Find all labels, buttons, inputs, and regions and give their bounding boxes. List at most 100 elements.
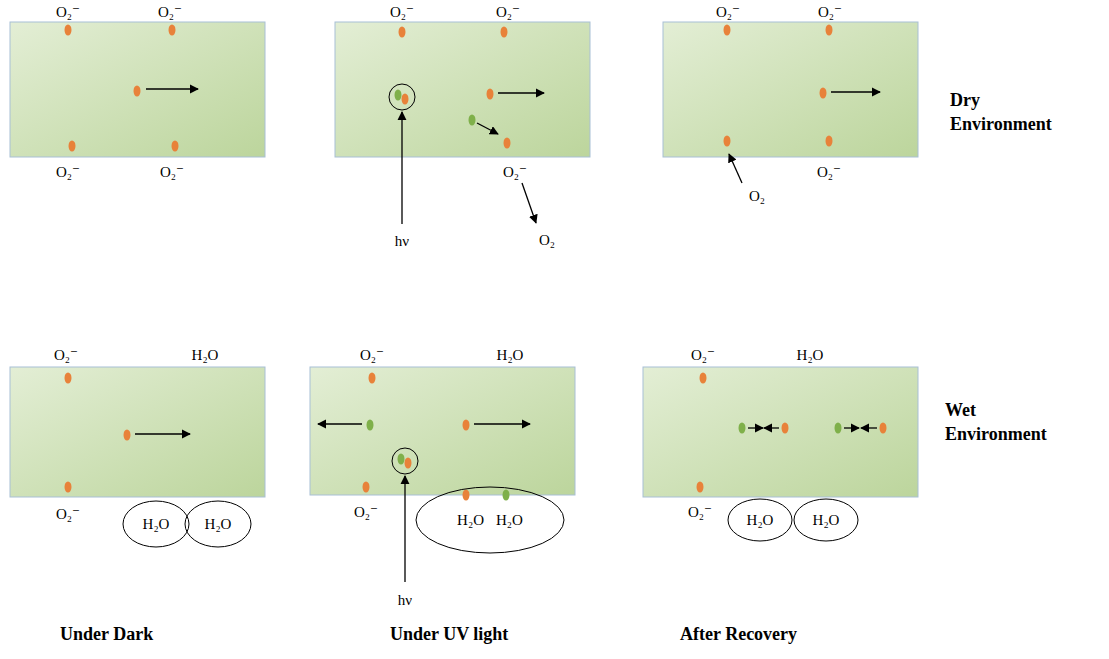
desorption-arrow (522, 183, 536, 223)
hole-dot (398, 454, 405, 465)
water-bubble: H₂O (122, 500, 190, 548)
bubble-text: H₂O (457, 511, 484, 529)
water-bubble: H₂O (727, 498, 793, 542)
motion-arrow (318, 423, 362, 424)
electron-dot (463, 490, 470, 501)
species-label: O₂⁻ (390, 3, 414, 21)
bubble-ellipse (185, 501, 251, 547)
species-label: O₂⁻ (688, 503, 712, 521)
electron-dot (402, 94, 409, 105)
electron-dot (880, 423, 887, 434)
bubble-text: H₂O (205, 515, 232, 533)
row-heading: Dry Environment (950, 88, 1052, 137)
electron-dot (504, 138, 511, 149)
electron-dot (172, 141, 179, 152)
hole-dot (503, 490, 510, 501)
electron-dot (724, 25, 731, 36)
species-label: O₂⁻ (354, 503, 378, 521)
bubble-text: H₂O (143, 515, 170, 533)
motion-arrow (474, 423, 530, 424)
light-arrow (401, 112, 402, 224)
film-panel (643, 367, 918, 497)
species-label: O₂ (749, 187, 765, 205)
electron-dot (399, 27, 406, 38)
electron-dot (826, 25, 833, 36)
species-label: O₂ (539, 231, 555, 249)
electron-dot (169, 25, 176, 36)
film-panel (335, 22, 590, 157)
water-bubble: H₂O (184, 500, 252, 548)
electron-dot (782, 423, 789, 434)
species-label: hν (398, 591, 412, 609)
bubble-ellipse (416, 487, 564, 553)
electron-dot (65, 25, 72, 36)
electron-dot (69, 141, 76, 152)
hole-dot (739, 423, 746, 434)
electron-dot (65, 373, 72, 384)
electron-dot (463, 420, 470, 431)
electron-dot (700, 373, 707, 384)
electron-dot (65, 482, 72, 493)
species-label: O₂⁻ (818, 3, 842, 21)
bubble-text: H₂O (747, 511, 774, 529)
electron-dot (820, 88, 827, 99)
species-label: H₂O (497, 346, 524, 364)
species-label: hν (395, 232, 409, 250)
film-panel (310, 367, 575, 495)
light-arrow (404, 476, 405, 582)
motion-arrow (831, 91, 880, 92)
species-label: O₂⁻ (360, 346, 384, 364)
adsorption-arrow (729, 154, 742, 183)
electron-dot (487, 89, 494, 100)
bubble-ellipse (728, 499, 792, 541)
bubble-ellipse (794, 499, 858, 541)
bubble-text: H₂O (496, 511, 523, 529)
electron-dot (124, 430, 131, 441)
species-label: O₂⁻ (496, 3, 520, 21)
recombination-arrow (764, 427, 779, 428)
recombination-arrow (844, 427, 859, 428)
pair-circle (392, 448, 418, 474)
electron-dot (405, 458, 412, 469)
recombination-arrow (748, 427, 763, 428)
species-label: H₂O (192, 346, 219, 364)
hole-dot (367, 420, 374, 431)
film-panel (10, 22, 265, 157)
electron-dot (501, 27, 508, 38)
species-label: O₂⁻ (503, 163, 527, 181)
hole-dot (469, 115, 476, 126)
film-panel (10, 367, 265, 497)
row-heading: Wet Environment (945, 398, 1047, 447)
species-label: O₂⁻ (158, 3, 182, 21)
species-label: O₂⁻ (56, 505, 80, 523)
electron-dot (724, 136, 731, 147)
bubble-text: H₂O (813, 511, 840, 529)
electron-dot (697, 482, 704, 493)
bubble-ellipse (123, 501, 189, 547)
pair-circle (389, 84, 415, 110)
recombination-arrow (861, 427, 877, 428)
species-label: O₂⁻ (56, 163, 80, 181)
column-heading: After Recovery (680, 624, 797, 646)
water-bubble: H₂O (793, 498, 859, 542)
bubble-outline (415, 486, 565, 554)
motion-arrow (146, 88, 198, 89)
electron-dot (363, 482, 370, 493)
electron-dot (369, 373, 376, 384)
hole-dot (395, 90, 402, 101)
species-label: O₂⁻ (691, 346, 715, 364)
water-bubble: H₂O H₂O (415, 486, 565, 554)
motion-arrow (135, 433, 190, 434)
hole-dot (835, 423, 842, 434)
electron-dot (826, 136, 833, 147)
species-label: O₂⁻ (56, 3, 80, 21)
motion-arrow (477, 123, 498, 134)
species-label: O₂⁻ (54, 346, 78, 364)
film-panel (663, 22, 918, 157)
electron-dot (134, 86, 141, 97)
species-label: O₂⁻ (817, 163, 841, 181)
species-label: O₂⁻ (160, 163, 184, 181)
column-heading: Under UV light (390, 624, 508, 646)
